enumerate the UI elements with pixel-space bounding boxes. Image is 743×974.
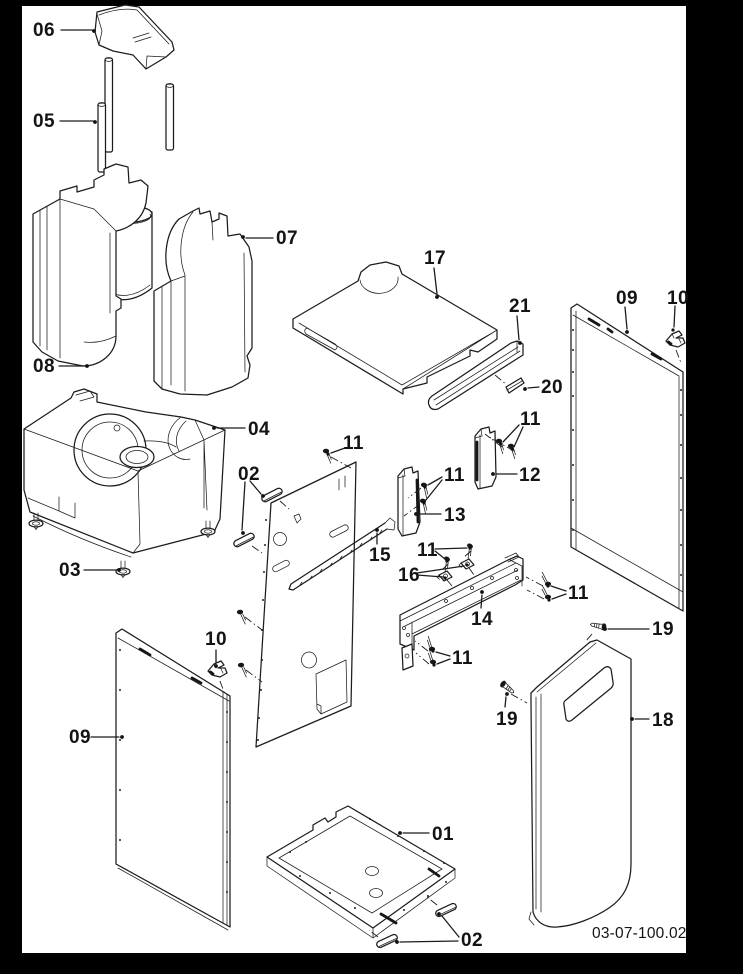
part-07-insulation-shell-right — [153, 207, 253, 396]
callout-19-label-a: 19 — [652, 619, 674, 640]
callout-11-label-c: 11 — [444, 465, 465, 486]
callout-12-label: 12 — [519, 465, 541, 486]
callout-09-label-right: 09 — [616, 288, 638, 309]
callout-15-label: 15 — [369, 545, 391, 566]
part-05-tubes — [97, 57, 175, 173]
callout-10-label-left: 10 — [205, 629, 227, 650]
callout-08-label: 08 — [33, 356, 55, 377]
part-19-screws — [499, 621, 607, 704]
callout-06-label: 06 — [33, 20, 55, 41]
part-02-pins — [232, 486, 458, 950]
callout-11-label-e: 11 — [568, 583, 589, 604]
part-12-retainer — [474, 426, 497, 490]
callout-02-label-b: 02 — [461, 930, 483, 951]
callout-04-label: 04 — [248, 419, 270, 440]
callout-16-label: 16 — [398, 565, 420, 586]
part-09-side-panel-right — [570, 303, 684, 612]
callout-17-label: 17 — [424, 248, 446, 269]
callout-14-label: 14 — [471, 609, 493, 630]
callout-01-label: 01 — [432, 824, 454, 845]
callout-11-label-f: 11 — [452, 648, 473, 669]
part-18-front-panel — [528, 639, 632, 928]
part-14-support-rail — [399, 552, 524, 671]
part-17-top-panel — [292, 261, 498, 395]
part-11-screws — [318, 433, 556, 668]
callout-leader-lines — [58, 29, 676, 944]
part-06-cover — [94, 4, 175, 70]
part-09-side-panel-left — [115, 628, 231, 931]
callout-05-label: 05 — [33, 111, 55, 132]
part-21-trim-bar — [427, 340, 524, 411]
part-20-clip-plate — [505, 377, 525, 394]
callout-11-label-a: 11 — [343, 433, 364, 454]
callout-18-label: 18 — [652, 710, 674, 731]
part-16-clip-nuts — [436, 558, 475, 587]
callout-07-label: 07 — [276, 228, 298, 249]
part-10-clips — [206, 329, 687, 693]
drawing-code: 03-07-100.02 — [592, 925, 687, 942]
callout-11-label-d: 11 — [417, 540, 438, 561]
back-panel — [255, 461, 357, 748]
part-15-rail-strip — [288, 517, 396, 591]
callout-03-label: 03 — [59, 560, 81, 581]
callout-10-label-right: 10 — [667, 288, 689, 309]
callout-13-label: 13 — [444, 505, 466, 526]
part-08-insulation-shell-left — [32, 163, 149, 367]
callout-19-label-b: 19 — [496, 709, 518, 730]
callout-02-label-a: 02 — [238, 464, 260, 485]
part-01-base-tray — [266, 805, 456, 939]
callout-21-label: 21 — [509, 296, 531, 317]
part-13-retainer — [397, 466, 421, 537]
part-04-air-box — [23, 388, 226, 558]
callout-09-label-left: 09 — [69, 727, 91, 748]
callout-20-label: 20 — [541, 377, 563, 398]
callout-11-label-b: 11 — [520, 409, 541, 430]
